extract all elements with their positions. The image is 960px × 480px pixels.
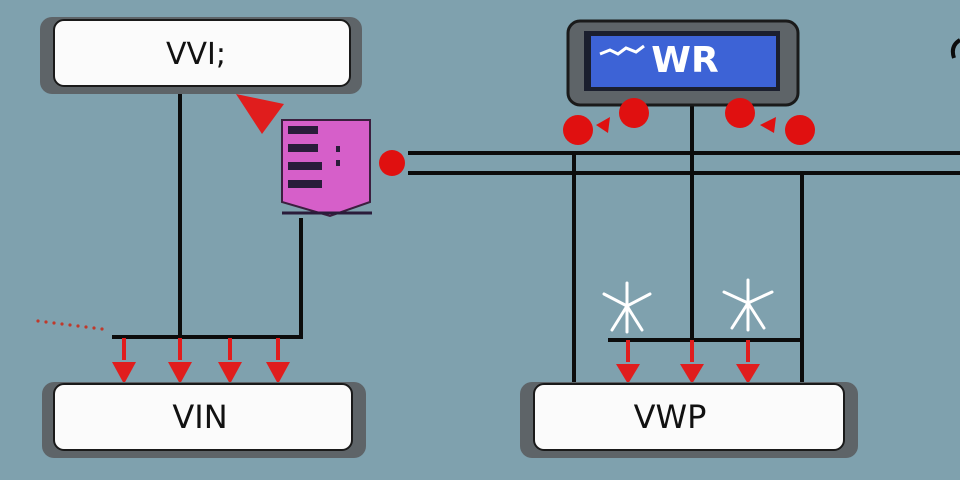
connection-dot-icon bbox=[725, 98, 755, 128]
arrow-left-icon bbox=[596, 117, 610, 133]
monitor-label: WR bbox=[651, 40, 718, 81]
connection-dot-icon bbox=[563, 115, 593, 145]
connection-dot-icon bbox=[785, 115, 815, 145]
arrow-down-icon bbox=[218, 338, 242, 384]
dotted-trail bbox=[36, 319, 104, 331]
bottom-left-box: VIN bbox=[42, 382, 366, 458]
arrow-right-icon bbox=[760, 117, 776, 133]
edge-connector-icon bbox=[950, 38, 960, 59]
arrow-down-icon bbox=[616, 340, 640, 384]
server-icon bbox=[281, 119, 372, 218]
top-left-box-label: VVI; bbox=[166, 37, 226, 72]
wind-turbine-icon bbox=[722, 278, 774, 332]
arrow-down-icon bbox=[680, 340, 704, 384]
arrow-down-icon bbox=[168, 338, 192, 384]
arrows-right bbox=[616, 340, 760, 384]
bottom-left-box-label: VIN bbox=[172, 398, 227, 436]
wind-turbine-icon bbox=[602, 281, 652, 334]
monitor-icon: WR bbox=[566, 19, 800, 107]
bottom-right-box: VWP bbox=[520, 382, 858, 458]
monitor-connectors bbox=[563, 98, 815, 145]
arrow-down-icon bbox=[266, 338, 290, 384]
connection-dot-icon bbox=[379, 150, 405, 176]
arrows-left bbox=[112, 338, 290, 384]
bottom-right-box-label: VWP bbox=[634, 398, 707, 436]
top-left-box: VVI; bbox=[40, 17, 362, 94]
arrow-down-icon bbox=[112, 338, 136, 384]
connection-dot-icon bbox=[619, 98, 649, 128]
pointer-arrow-icon bbox=[236, 94, 284, 134]
connection-lines bbox=[112, 90, 960, 384]
arrow-down-icon bbox=[736, 340, 760, 384]
